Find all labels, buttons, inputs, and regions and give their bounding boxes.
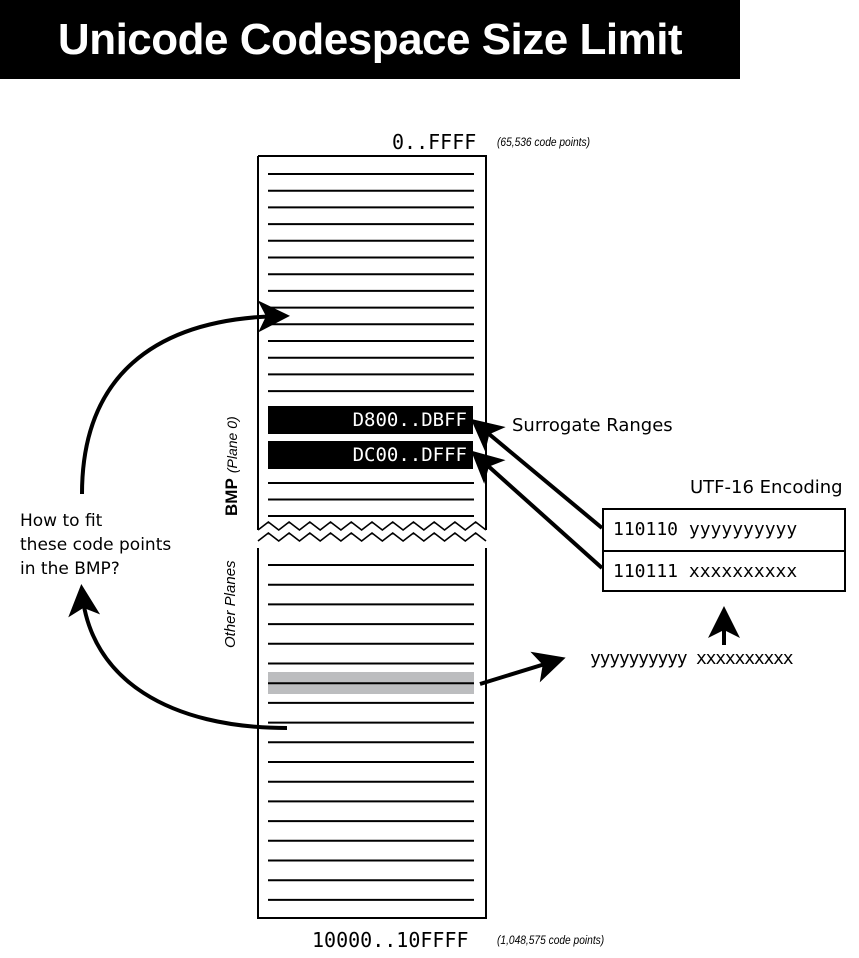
- diagram-title: Unicode Codespace Size Limit: [57, 15, 683, 64]
- surrogate-ranges-label: Surrogate Ranges: [512, 415, 673, 436]
- bmp-count: (65,536 code points): [497, 135, 590, 149]
- surrogate-low-range: DC00..DFFF: [268, 441, 473, 469]
- split-bits: yyyyyyyyyy xxxxxxxxxx: [590, 648, 794, 669]
- arrow-to-bmp: [80, 300, 290, 495]
- arrow-to-surrogate-high: [470, 418, 604, 530]
- other-planes-count: (1,048,575 code points): [497, 933, 605, 947]
- arrow-from-other-planes: [68, 584, 288, 730]
- bmp-label-italic: (Plane 0): [224, 416, 240, 474]
- arrow-to-split-bits: [479, 651, 566, 686]
- bmp-box: [257, 155, 487, 530]
- bmp-range: 0..FFFF: [392, 130, 477, 154]
- utf16-title: UTF-16 Encoding: [690, 477, 843, 498]
- other-planes-box: [257, 548, 487, 919]
- question-line-3: in the BMP?: [20, 559, 120, 579]
- utf16-high-row: 110110 yyyyyyyyyy: [604, 510, 844, 552]
- question-line-1: How to fit: [20, 511, 103, 531]
- other-planes-label: Other Planes: [222, 560, 239, 648]
- utf16-box: 110110 yyyyyyyyyy 110111 xxxxxxxxxx: [602, 508, 846, 592]
- other-planes-range: 10000..10FFFF: [312, 928, 469, 952]
- surrogate-high-range: D800..DBFF: [268, 406, 473, 434]
- question-text: How to fit these code points in the BMP?: [20, 509, 171, 581]
- question-line-2: these code points: [20, 535, 172, 555]
- bmp-label-bold: BMP: [222, 478, 241, 516]
- tear-zigzag: [257, 520, 487, 543]
- title-bar: [0, 0, 740, 79]
- bmp-label: BMP (Plane 0): [222, 416, 242, 516]
- utf16-low-row: 110111 xxxxxxxxxx: [613, 561, 798, 582]
- arrow-to-surrogate-low: [471, 450, 604, 570]
- other-plane-rows: [268, 564, 474, 901]
- bmp-rows: [268, 173, 474, 517]
